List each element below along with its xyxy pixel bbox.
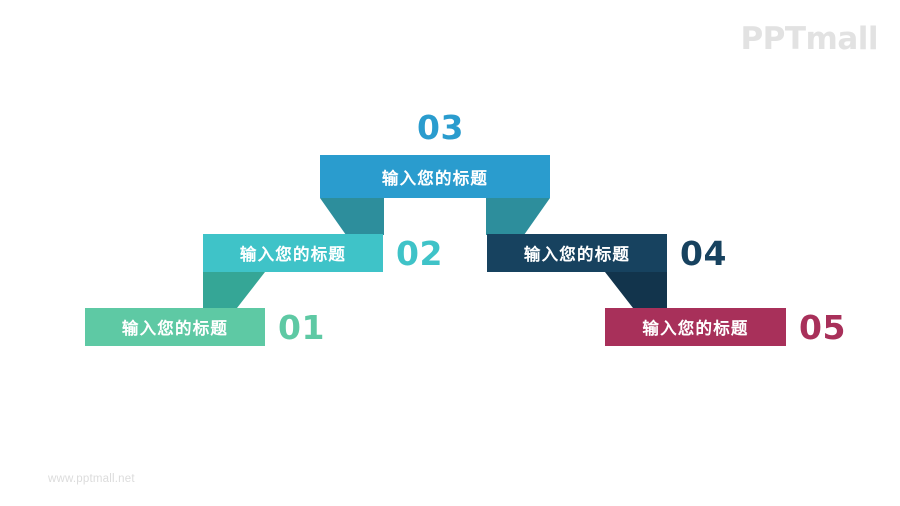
ribbon-bar-01[interactable]: 输入您的标题 xyxy=(85,308,265,346)
step-number-05: 05 xyxy=(799,308,846,347)
footer-website-url: www.pptmall.net xyxy=(48,473,135,485)
ribbon-label-03: 输入您的标题 xyxy=(381,168,489,188)
ribbon-label-01: 输入您的标题 xyxy=(121,319,229,338)
step-item-05[interactable]: 输入您的标题 05 xyxy=(605,300,865,360)
ribbon-bar-05[interactable]: 输入您的标题 xyxy=(605,308,786,346)
ribbon-bar-03[interactable]: 输入您的标题 xyxy=(320,155,550,198)
step-item-03[interactable]: 03 输入您的标题 xyxy=(320,108,580,235)
ribbon-label-04: 输入您的标题 xyxy=(523,245,631,264)
step-item-01[interactable]: 输入您的标题 01 xyxy=(85,300,345,360)
ribbon-label-02: 输入您的标题 xyxy=(239,245,347,264)
step-number-02: 02 xyxy=(396,234,443,273)
ribbon-label-05: 输入您的标题 xyxy=(642,319,749,338)
pptmall-logo: PPTmall xyxy=(740,21,878,57)
ribbon-tail-02 xyxy=(203,272,265,308)
step-number-03: 03 xyxy=(417,108,464,147)
step-number-04: 04 xyxy=(680,234,727,273)
step-number-01: 01 xyxy=(278,308,325,347)
step-item-04[interactable]: 输入您的标题 04 xyxy=(487,226,747,316)
ribbon-bar-02[interactable]: 输入您的标题 xyxy=(203,234,383,272)
step-item-02[interactable]: 输入您的标题 02 xyxy=(203,226,463,316)
ribbon-bar-04[interactable]: 输入您的标题 xyxy=(487,234,667,272)
